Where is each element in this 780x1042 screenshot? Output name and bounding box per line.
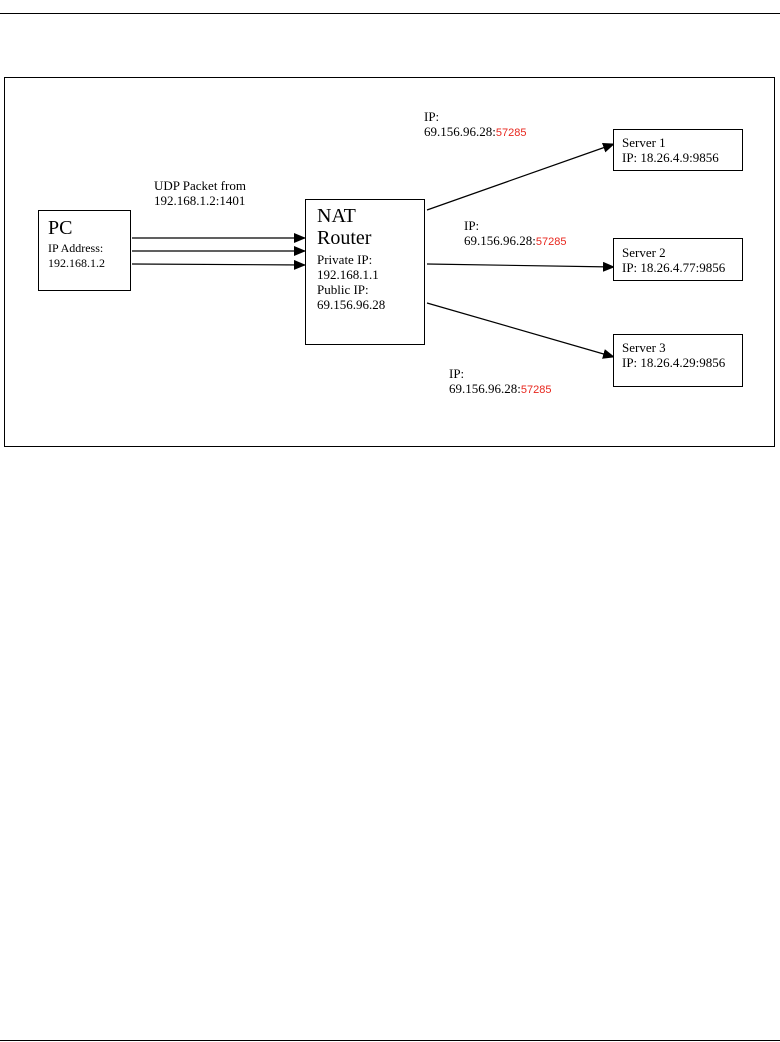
server-1-name: Server 1	[622, 135, 666, 150]
server-2-name: Server 2	[622, 245, 666, 260]
mapping-label-2: IP: 69.156.96.28:57285	[464, 218, 566, 250]
mapping-2-address: 69.156.96.28:	[464, 233, 536, 248]
router-title-1: NAT	[317, 205, 356, 227]
pc-ip-label: IP Address:	[48, 241, 104, 255]
pc-ip-value: 192.168.1.2	[48, 256, 105, 270]
pc-router-arrow-3	[131, 259, 306, 270]
udp-label-line1: UDP Packet from	[154, 178, 246, 193]
server-2-ip: IP: 18.26.4.77:9856	[622, 260, 726, 275]
router-server1-arrow	[426, 142, 615, 211]
router-box: NAT Router Private IP: 192.168.1.1 Publi…	[305, 199, 425, 345]
router-title-2: Router	[317, 227, 372, 249]
udp-label-line2: 192.168.1.2:1401	[154, 193, 246, 208]
server-box-2: Server 2 IP: 18.26.4.77:9856	[613, 238, 743, 281]
router-public-label: Public IP:	[317, 282, 369, 297]
mapping-1-address: 69.156.96.28:	[424, 124, 496, 139]
mapping-3-port: 57285	[520, 384, 552, 396]
mapping-2-port: 57285	[535, 236, 567, 248]
router-server3-arrow	[426, 302, 615, 359]
mapping-1-prefix: IP:	[424, 109, 440, 124]
mapping-3-address: 69.156.96.28:	[449, 381, 521, 396]
header-rule	[0, 13, 780, 14]
mapping-label-1: IP: 69.156.96.28:57285	[424, 109, 526, 141]
connection-lines	[131, 142, 615, 359]
router-private-label: Private IP:	[317, 252, 373, 267]
mapping-1-port: 57285	[495, 127, 527, 139]
server-3-name: Server 3	[622, 340, 666, 355]
udp-packet-label: UDP Packet from 192.168.1.2:1401	[154, 178, 246, 208]
server-1-ip: IP: 18.26.4.9:9856	[622, 150, 719, 165]
mapping-2-prefix: IP:	[464, 218, 480, 233]
router-private-value: 192.168.1.1	[317, 267, 379, 282]
server-box-1: Server 1 IP: 18.26.4.9:9856	[613, 129, 743, 171]
mapping-label-3: IP: 69.156.96.28:57285	[449, 366, 551, 398]
pc-box: PC IP Address: 192.168.1.2	[38, 210, 131, 291]
pc-title: PC	[48, 217, 73, 239]
footer-rule	[0, 1040, 780, 1041]
router-public-value: 69.156.96.28	[317, 297, 386, 312]
server-3-ip: IP: 18.26.4.29:9856	[622, 355, 726, 370]
mapping-3-prefix: IP:	[449, 366, 465, 381]
router-server2-arrow	[426, 261, 615, 272]
nat-diagram: PC IP Address: 192.168.1.2 NAT Router Pr…	[4, 77, 775, 447]
server-box-3: Server 3 IP: 18.26.4.29:9856	[613, 334, 743, 387]
